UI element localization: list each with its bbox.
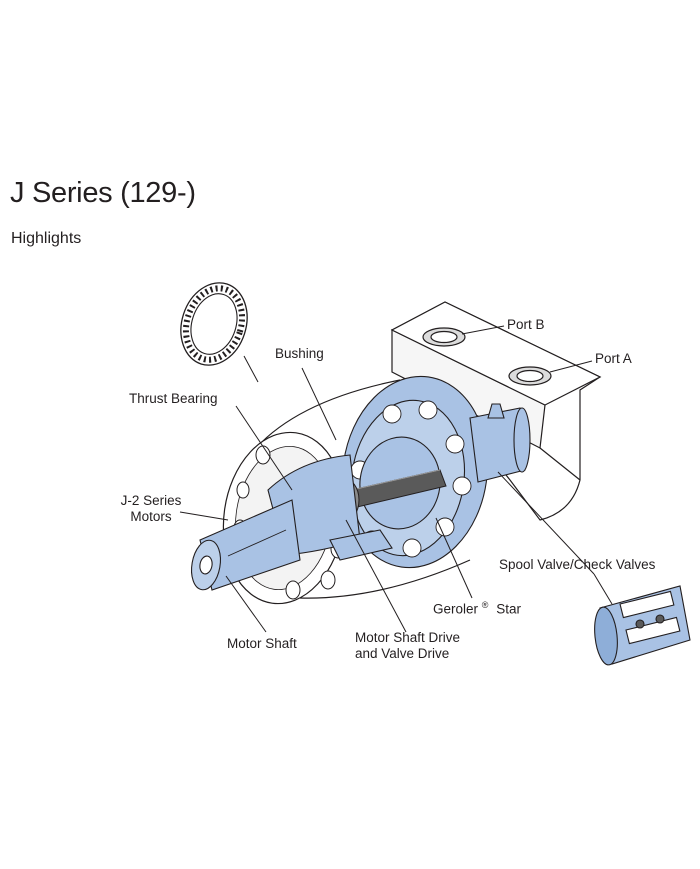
motor-shaft-drive-line2: and Valve Drive xyxy=(355,646,450,661)
housing-body xyxy=(255,379,471,599)
geroler-star-label: Geroler ® Star xyxy=(433,597,521,618)
bushing-label: Bushing xyxy=(275,346,324,361)
geroler-label-text: Geroler xyxy=(433,601,479,617)
spool-valve-label: Spool Valve/Check Valves xyxy=(499,557,656,572)
thrust-bearing-illustration xyxy=(180,282,248,366)
motor-shaft-drive-label: Motor Shaft Drive and Valve Drive xyxy=(355,630,460,662)
port-a-label: Port A xyxy=(595,351,632,366)
j2-series-label-line2: Motors xyxy=(130,509,172,524)
j2-series-label-line1: J-2 Series xyxy=(120,493,182,508)
page-title: J Series (129-) xyxy=(10,177,196,209)
geroler-section-highlight xyxy=(341,375,489,569)
motor-shaft-drive-line1: Motor Shaft Drive xyxy=(355,630,461,645)
motor-shaft-highlight xyxy=(190,454,393,591)
spool-valve-highlight xyxy=(469,403,531,483)
spool-valve-detail xyxy=(594,585,691,666)
motor-shaft-label: Motor Shaft xyxy=(227,636,297,651)
j2-series-label: J-2 Series Motors xyxy=(118,493,184,525)
leader-lines xyxy=(179,325,613,633)
port-b-label: Port B xyxy=(507,317,545,332)
thrust-bearing-label: Thrust Bearing xyxy=(129,391,218,406)
star-label-text: Star xyxy=(496,601,521,617)
page-subtitle: Highlights xyxy=(11,230,82,247)
registered-mark: ® xyxy=(481,600,489,610)
